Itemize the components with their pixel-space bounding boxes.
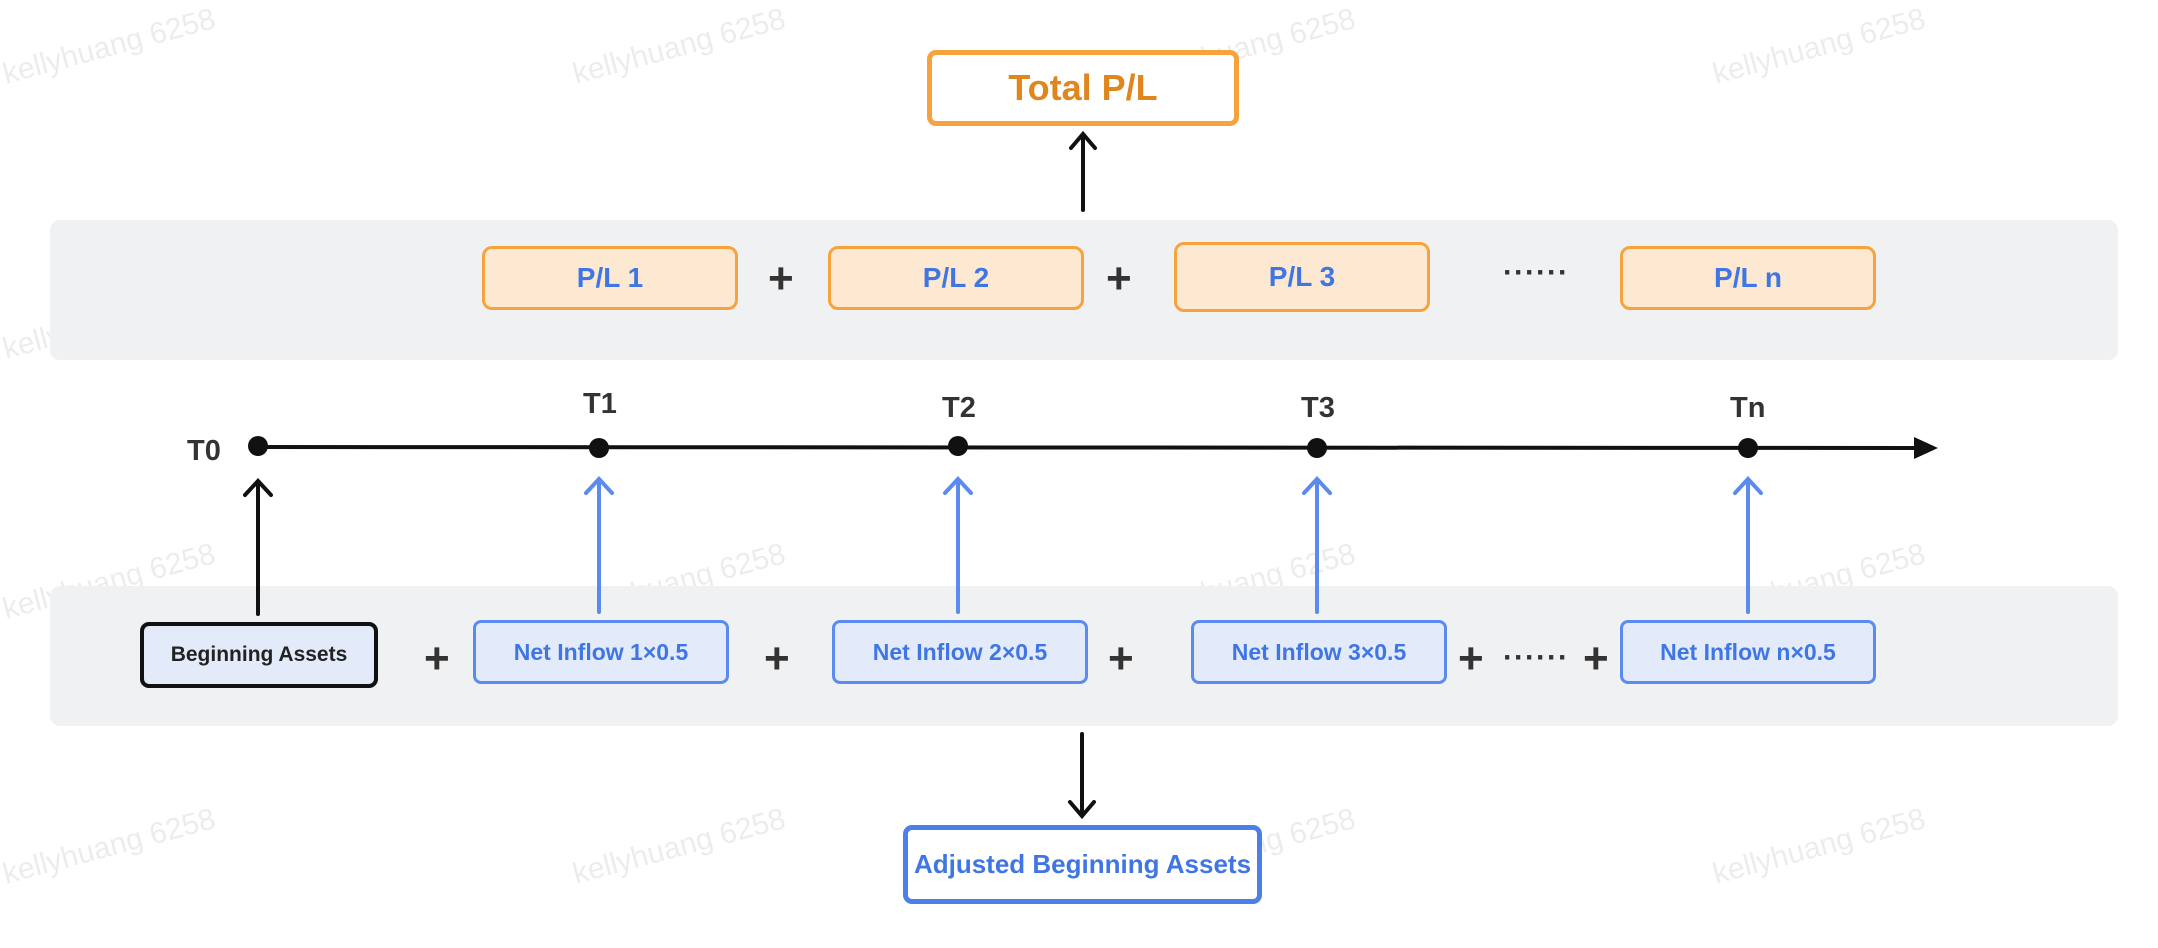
net-inflow-box-3: Net Inflow 3×0.5 xyxy=(1191,620,1447,684)
timeline-arrowhead xyxy=(1914,437,1938,459)
adjusted-beginning-assets-box: Adjusted Beginning Assets xyxy=(903,825,1262,904)
plus-sign: + xyxy=(764,634,790,683)
timeline-point-t1 xyxy=(589,438,609,458)
inflow-1-arrowhead xyxy=(584,476,614,495)
pl-box-n: P/L n xyxy=(1620,246,1876,310)
timeline-label-t2: T2 xyxy=(942,392,976,424)
pl-box-2: P/L 2 xyxy=(828,246,1084,310)
plus-sign: + xyxy=(1108,634,1134,683)
plus-sign: + xyxy=(1583,634,1609,683)
timeline-point-tn xyxy=(1738,438,1758,458)
timeline-point-t0 xyxy=(248,436,268,456)
beginning-assets-box: Beginning Assets xyxy=(140,622,378,688)
timeline-label-tn: Tn xyxy=(1730,392,1766,424)
timeline-label-t3: T3 xyxy=(1301,392,1335,424)
plus-sign: + xyxy=(768,254,794,303)
pl-box-1: P/L 1 xyxy=(482,246,738,310)
net-inflow-box-1: Net Inflow 1×0.5 xyxy=(473,620,729,684)
adjusted-down-arrowhead xyxy=(1068,800,1096,820)
net-inflow-box-n: Net Inflow n×0.5 xyxy=(1620,620,1876,684)
pl-box-3: P/L 3 xyxy=(1174,242,1430,312)
inflow-n-arrowhead xyxy=(1733,476,1763,495)
inflow-3-arrowhead xyxy=(1302,476,1332,495)
ellipsis: ······ xyxy=(1503,256,1569,289)
net-inflow-box-2: Net Inflow 2×0.5 xyxy=(832,620,1088,684)
timeline-point-t2 xyxy=(948,436,968,456)
total-up-arrowhead xyxy=(1069,130,1097,150)
timeline-axis xyxy=(256,445,1918,450)
ellipsis: ······ xyxy=(1503,641,1569,674)
timeline-point-t3 xyxy=(1307,438,1327,458)
plus-sign: + xyxy=(1106,254,1132,303)
beginning-up-arrowhead xyxy=(243,478,273,497)
timeline-label-t0: T0 xyxy=(187,435,221,467)
inflow-2-arrowhead xyxy=(943,476,973,495)
timeline-label-t1: T1 xyxy=(583,388,617,420)
plus-sign: + xyxy=(424,634,450,683)
plus-sign: + xyxy=(1458,634,1484,683)
total-pl-box: Total P/L xyxy=(927,50,1239,126)
